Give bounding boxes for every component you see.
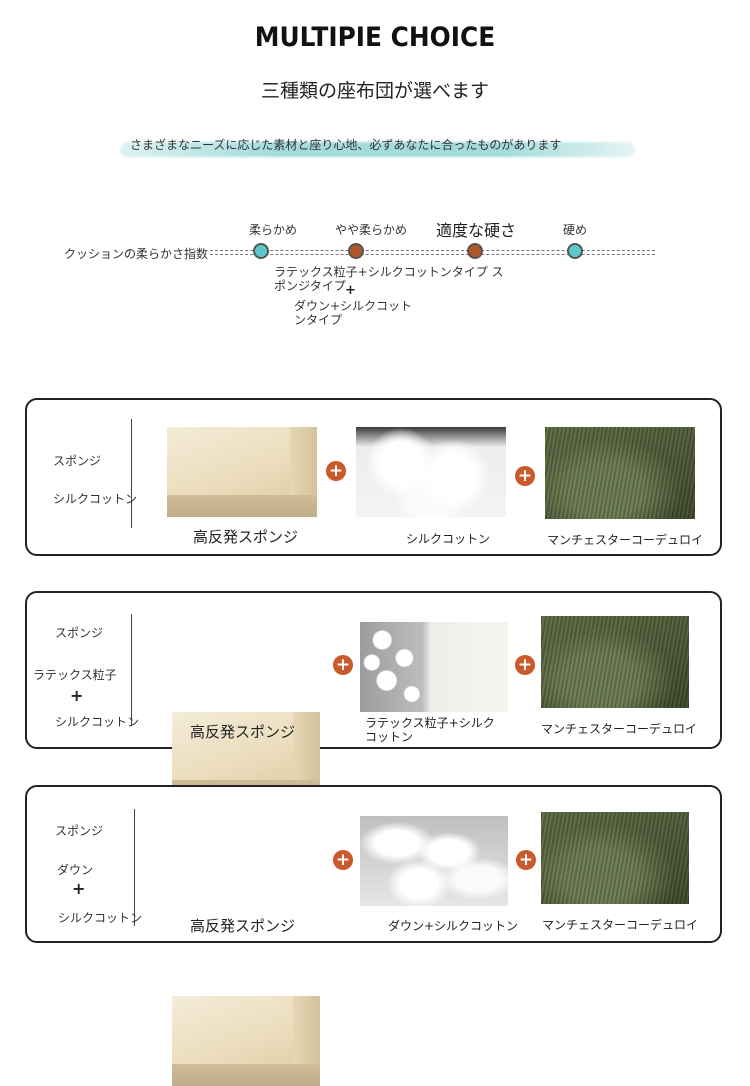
plus-icon: + (516, 850, 536, 870)
panel-3-plus-sign: + (72, 879, 86, 898)
level-dot-moderate (467, 243, 483, 259)
tagline-banner: さまざまなニーズに応じた素材と座り心地、必ずあなたに合ったものがあります (120, 134, 635, 160)
level-label-soft: 柔らかめ (249, 223, 298, 237)
level-label-moderate: 適度な硬さ (436, 221, 517, 240)
silk-cotton-image (356, 427, 506, 517)
scale-plus-sign: + (345, 283, 356, 298)
level-label-slightly-soft: やや柔らかめ (335, 223, 408, 237)
panel-2-layer-sponge: スポンジ (55, 626, 104, 640)
caption-sponge: 高反発スポンジ (193, 528, 299, 546)
plus-icon: + (333, 655, 353, 675)
panel-2-layer-latex: ラテックス粒子 (33, 668, 117, 682)
plus-icon: + (515, 655, 535, 675)
caption-sponge: 高反発スポンジ (190, 723, 296, 741)
scale-desc-down: ダウン+シルクコット ンタイプ (294, 299, 413, 327)
banner-brush-stroke (120, 142, 635, 157)
plus-icon: + (326, 461, 346, 481)
sponge-image (167, 427, 317, 517)
level-label-firm: 硬め (563, 223, 588, 237)
panel-2-plus-sign: + (70, 686, 84, 705)
corduroy-image (545, 427, 695, 519)
caption-corduroy: マンチェスターコーデュロイ (547, 533, 704, 547)
softness-scale-label: クッションの柔らかさ指数 (64, 247, 209, 261)
panel-3-layer-silk-cotton: シルクコットン (58, 911, 143, 925)
caption-corduroy: マンチェスターコーデュロイ (541, 722, 698, 736)
corduroy-image (541, 616, 689, 708)
latex-cotton-image (360, 622, 508, 712)
sponge-image (172, 996, 320, 1086)
panel-2-layer-silk-cotton: シルクコットン (55, 715, 140, 729)
panel-1-divider (131, 419, 132, 528)
level-dot-soft (253, 243, 269, 259)
panel-2-divider (131, 614, 132, 726)
caption-sponge: 高反発スポンジ (190, 917, 296, 935)
panel-3-layer-down: ダウン (57, 863, 94, 877)
corduroy-image (541, 812, 689, 904)
page-title: MULTIPIE CHOICE (254, 22, 496, 53)
down-cotton-image (360, 816, 508, 906)
level-dot-slightly-soft (348, 243, 364, 259)
page-subtitle: 三種類の座布団が選べます (260, 80, 489, 102)
caption-latex-cotton: ラテックス粒子+シルク コットン (365, 716, 495, 744)
panel-1-layer-sponge: スポンジ (53, 454, 102, 468)
plus-icon: + (333, 850, 353, 870)
scale-desc-latex-sponge: ラテックス粒子+シルクコットンタイプ ス ポンジタイプ (274, 265, 504, 293)
banner-text: さまざまなニーズに応じた素材と座り心地、必ずあなたに合ったものがあります (130, 138, 562, 152)
level-dot-firm (567, 243, 583, 259)
softness-scale-line (210, 250, 655, 255)
caption-silk-cotton: シルクコットン (406, 532, 491, 546)
plus-icon: + (515, 466, 535, 486)
panel-3-layer-sponge: スポンジ (55, 824, 104, 838)
panel-3-divider (134, 809, 135, 926)
panel-1-layer-silk-cotton: シルクコットン (53, 492, 138, 506)
caption-down-cotton: ダウン+シルクコットン (388, 919, 519, 933)
caption-corduroy: マンチェスターコーデュロイ (542, 918, 699, 932)
